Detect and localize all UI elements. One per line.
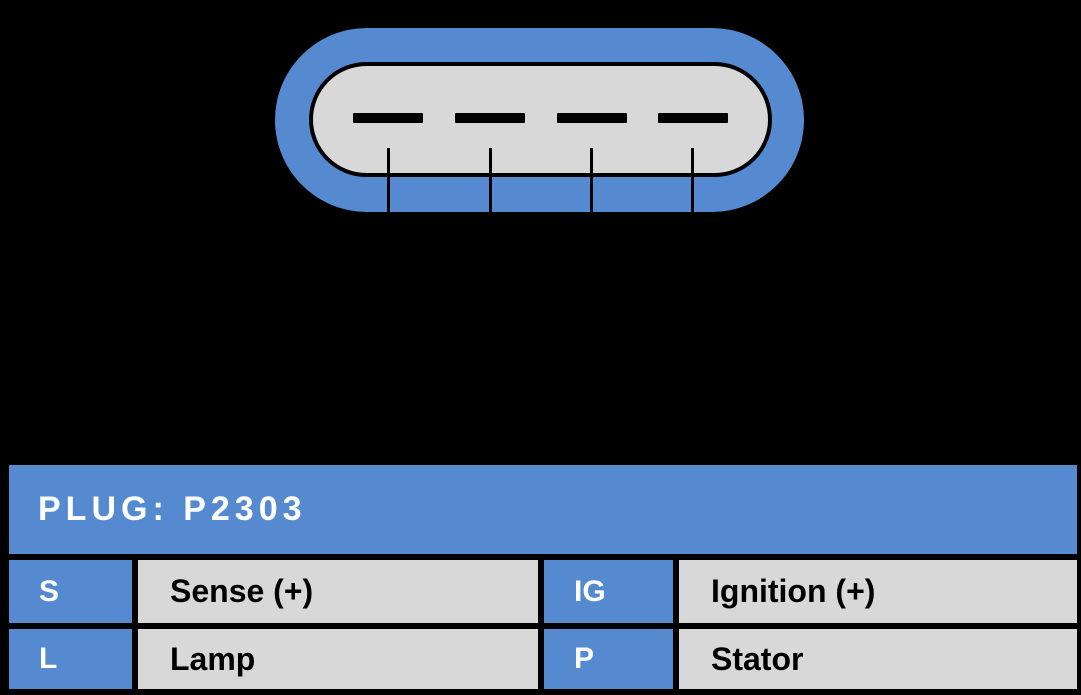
- pin-function-lamp: Lamp: [138, 629, 538, 689]
- pin-function-sense: Sense (+): [138, 560, 538, 623]
- pin-slot-3: [557, 113, 627, 123]
- pin-label-s: S: [9, 560, 132, 623]
- pin-function-ignition: Ignition (+): [679, 560, 1077, 623]
- pin-slot-1: [353, 113, 423, 123]
- pin-lead-line-3: [590, 148, 593, 212]
- pin-lead-line-4: [691, 148, 694, 212]
- connector-body: [275, 28, 804, 212]
- pin-slot-4: [658, 113, 728, 123]
- pin-lead-line-1: [387, 148, 390, 212]
- pin-label-ig: IG: [544, 560, 673, 623]
- pin-label-l: L: [9, 629, 132, 689]
- pinout-table: PLUG: P2303 S Sense (+) IG Ignition (+) …: [0, 460, 1081, 695]
- pin-lead-line-2: [489, 148, 492, 212]
- pin-slot-2: [455, 113, 525, 123]
- plug-title: PLUG: P2303: [9, 465, 1077, 554]
- pin-function-stator: Stator: [679, 629, 1077, 689]
- pin-label-p: P: [544, 629, 673, 689]
